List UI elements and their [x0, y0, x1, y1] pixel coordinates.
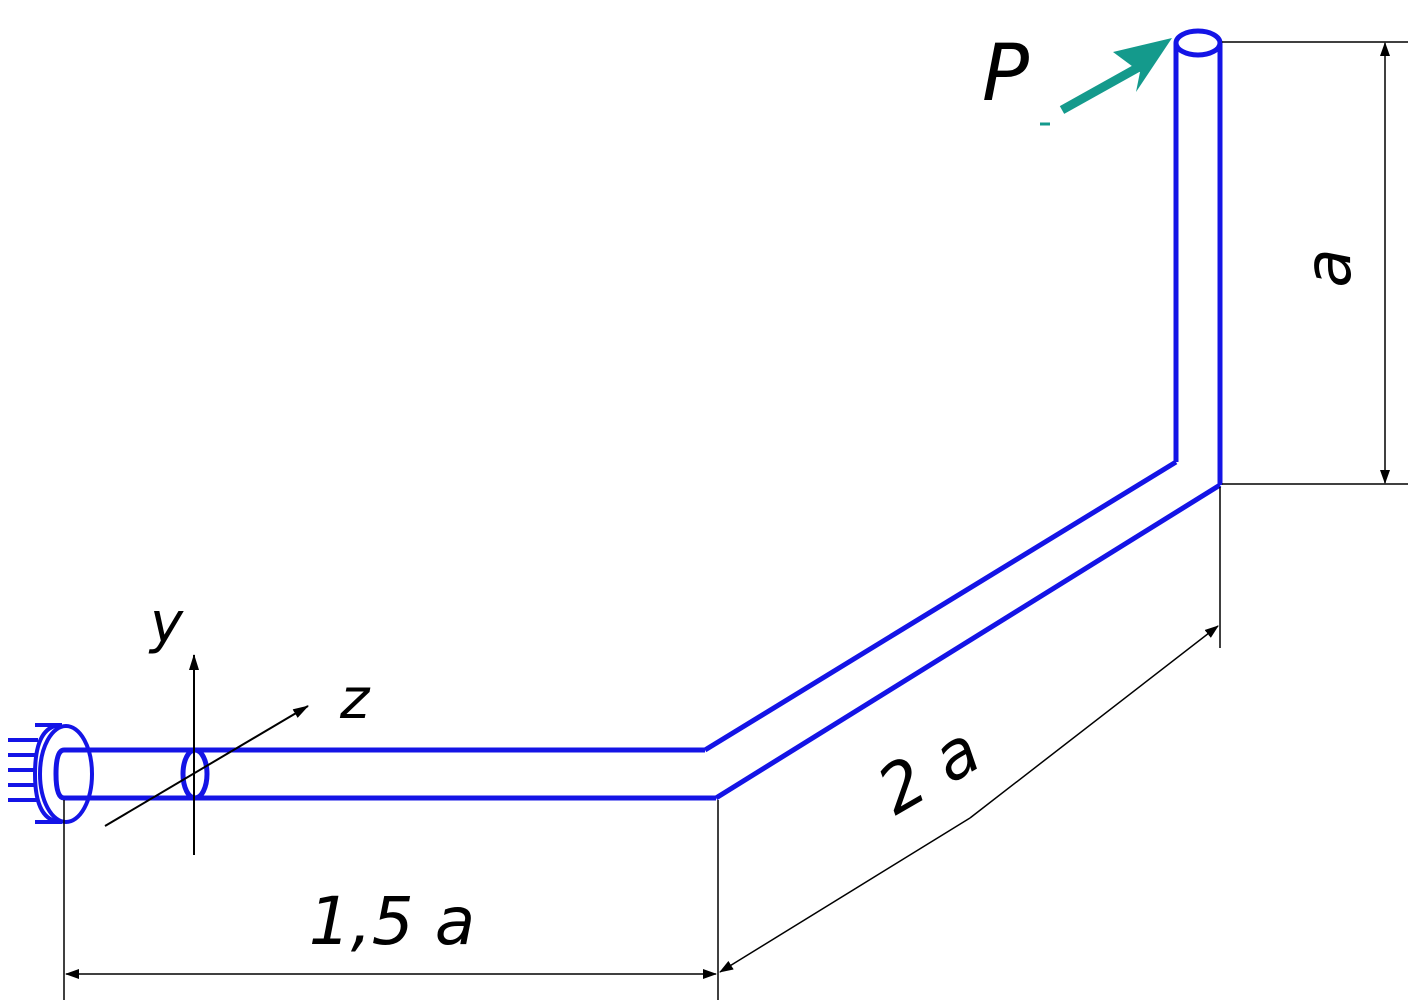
axis-z-line — [104, 705, 309, 827]
bar-diagonal-top — [703, 459, 1178, 753]
bar-top-cap — [1173, 28, 1223, 58]
bar-end-cap — [53, 747, 65, 801]
dim-diagonal-line — [969, 625, 1219, 819]
dimension-lines — [63, 41, 1408, 1000]
bar-diagonal-bottom — [714, 482, 1222, 801]
axis-z-label: z — [339, 667, 371, 732]
axis-y-label: y — [148, 591, 184, 656]
force-label: P — [982, 29, 1029, 119]
fixed-support-icon — [8, 723, 94, 824]
bent-bar — [53, 28, 1223, 801]
dim-vertical-label: a — [1292, 248, 1366, 287]
coordinate-axes — [104, 654, 309, 855]
force-arrow-icon — [1040, 38, 1172, 126]
dim-diagonal-label: 2 a — [865, 711, 993, 829]
dim-horizontal-label: 1,5 a — [309, 883, 475, 960]
